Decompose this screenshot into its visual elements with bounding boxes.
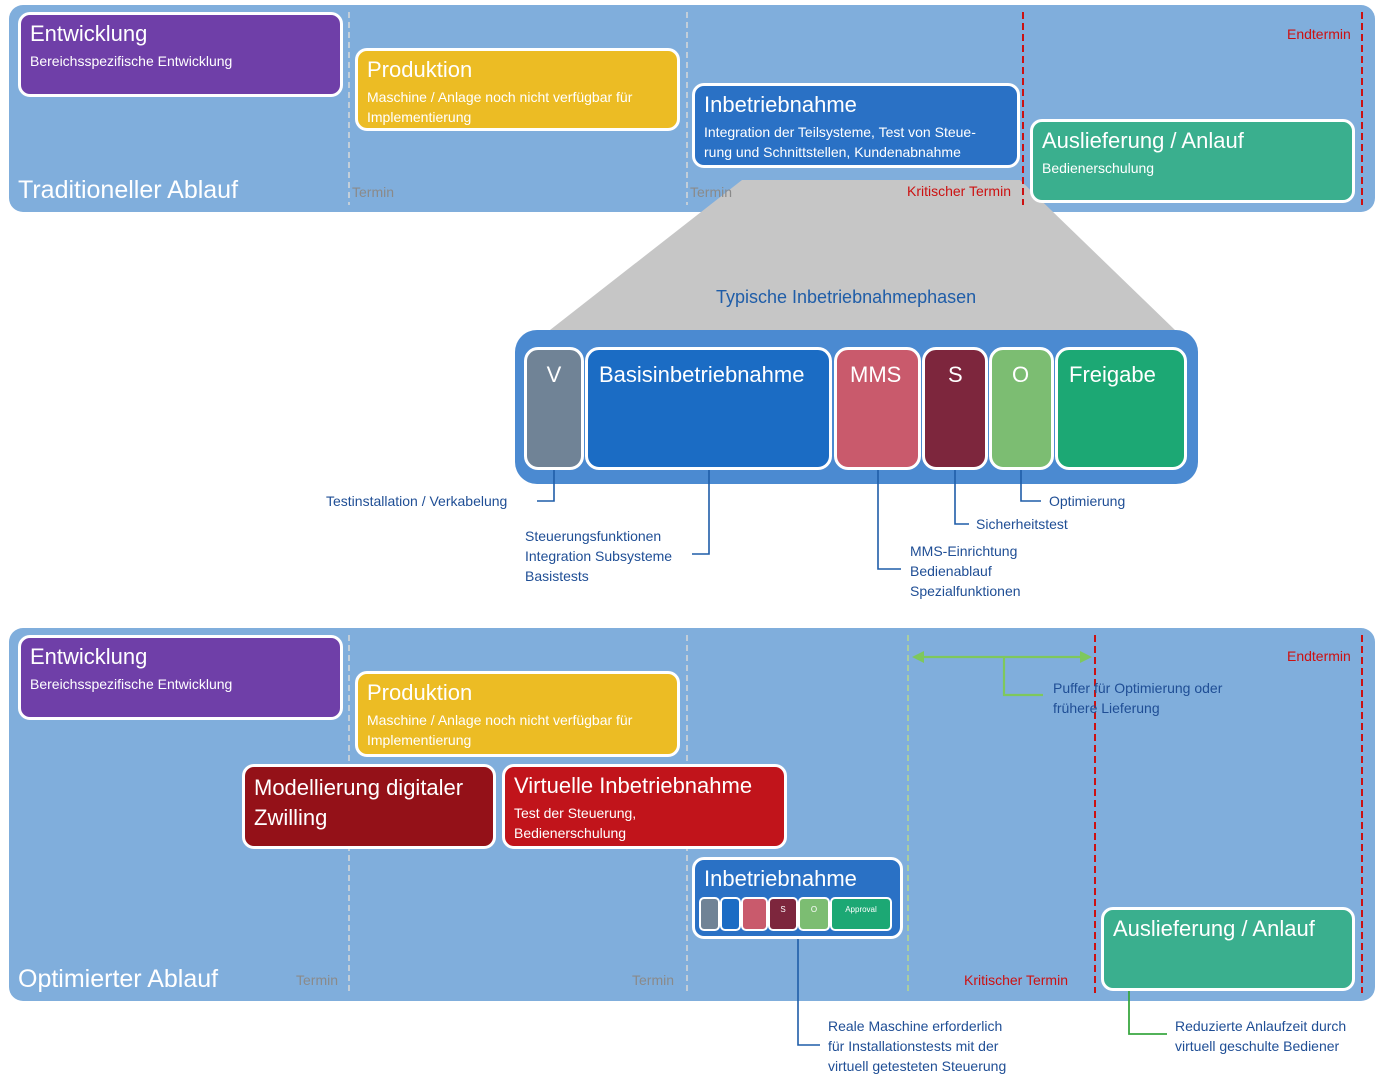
note-o: Optimierung [1049, 493, 1126, 509]
mini-phase-s: S [768, 897, 798, 931]
phase-basisinbetriebnahme: Basisinbetriebnahme [585, 347, 832, 470]
inbetriebnahme-box: Inbetriebnahme Integration der Teilsyste… [692, 83, 1020, 168]
produktion-title: Produktion [367, 57, 473, 82]
opt-produktion-subtitle: Maschine / Anlage noch nicht verfügbar f… [367, 712, 633, 748]
mini-phase-o: O [798, 897, 830, 931]
endtermin-label: Endtermin [1287, 26, 1351, 42]
optimized-title: Optimierter Ablauf [18, 965, 219, 993]
opt-entwicklung-box: Entwicklung Bereichsspezifische Entwickl… [18, 635, 343, 720]
opt-kritischer-termin-label: Kritischer Termin [964, 972, 1068, 988]
opt-entwicklung-subtitle: Bereichsspezifische Entwicklung [30, 676, 233, 692]
mini-phase-approval: Approval [830, 897, 892, 931]
produktion-box: Produktion Maschine / Anlage noch nicht … [355, 48, 680, 131]
auslieferung-box: Auslieferung / Anlauf Bedienerschulung [1030, 119, 1355, 203]
mini-phase-v [699, 897, 720, 931]
virtuelle-inbetriebnahme-box: Virtuelle Inbetriebnahme Test der Steuer… [502, 764, 787, 849]
phase-v: V [524, 347, 584, 470]
phases-title: Typische Inbetriebnahmephasen [716, 287, 977, 307]
termin-label-1: Termin [352, 184, 395, 200]
mini-phase-mms [741, 897, 768, 931]
entwicklung-title: Entwicklung [30, 21, 148, 46]
opt-termin-label-2: Termin [632, 972, 675, 988]
opt-inbetriebnahme-title: Inbetriebnahme [704, 866, 857, 891]
note-s: Sicherheitstest [976, 516, 1068, 532]
inbetriebnahme-title: Inbetriebnahme [704, 92, 857, 117]
phase-freigabe: Freigabe [1055, 347, 1187, 470]
opt-endtermin-label: Endtermin [1287, 648, 1351, 664]
termin-label-2: Termin [690, 184, 733, 200]
mini-phase-basis [720, 897, 741, 931]
phase-s: S [922, 347, 988, 470]
opt-produktion-title: Produktion [367, 680, 473, 705]
inbetriebnahme-subtitle: Integration der Teilsysteme, Test von St… [704, 124, 976, 160]
phase-o: O [989, 347, 1054, 470]
opt-entwicklung-title: Entwicklung [30, 644, 148, 669]
entwicklung-box: Entwicklung Bereichsspezifische Entwickl… [18, 12, 343, 97]
virtuelle-inbetriebnahme-title: Virtuelle Inbetriebnahme [514, 773, 753, 798]
top-deadline-lines [348, 12, 1363, 205]
opt-auslieferung-box: Auslieferung / Anlauf [1101, 907, 1355, 991]
auslieferung-title: Auslieferung / Anlauf [1042, 128, 1244, 153]
note-v: Testinstallation / Verkabelung [326, 493, 508, 509]
opt-termin-label-1: Termin [296, 972, 339, 988]
phase-mms: MMS [834, 347, 921, 470]
traditional-title: Traditioneller Ablauf [18, 176, 239, 204]
auslieferung-subtitle: Bedienerschulung [1042, 160, 1155, 176]
produktion-subtitle: Maschine / Anlage noch nicht verfügbar f… [367, 89, 633, 125]
kritischer-termin-label: Kritischer Termin [907, 183, 1011, 199]
entwicklung-subtitle: Bereichsspezifische Entwicklung [30, 53, 233, 69]
opt-auslieferung-title: Auslieferung / Anlauf [1113, 916, 1315, 941]
opt-produktion-box: Produktion Maschine / Anlage noch nicht … [355, 671, 680, 757]
virtuelle-inbetriebnahme-subtitle: Test der Steuerung,Bedienerschulung [514, 805, 637, 841]
